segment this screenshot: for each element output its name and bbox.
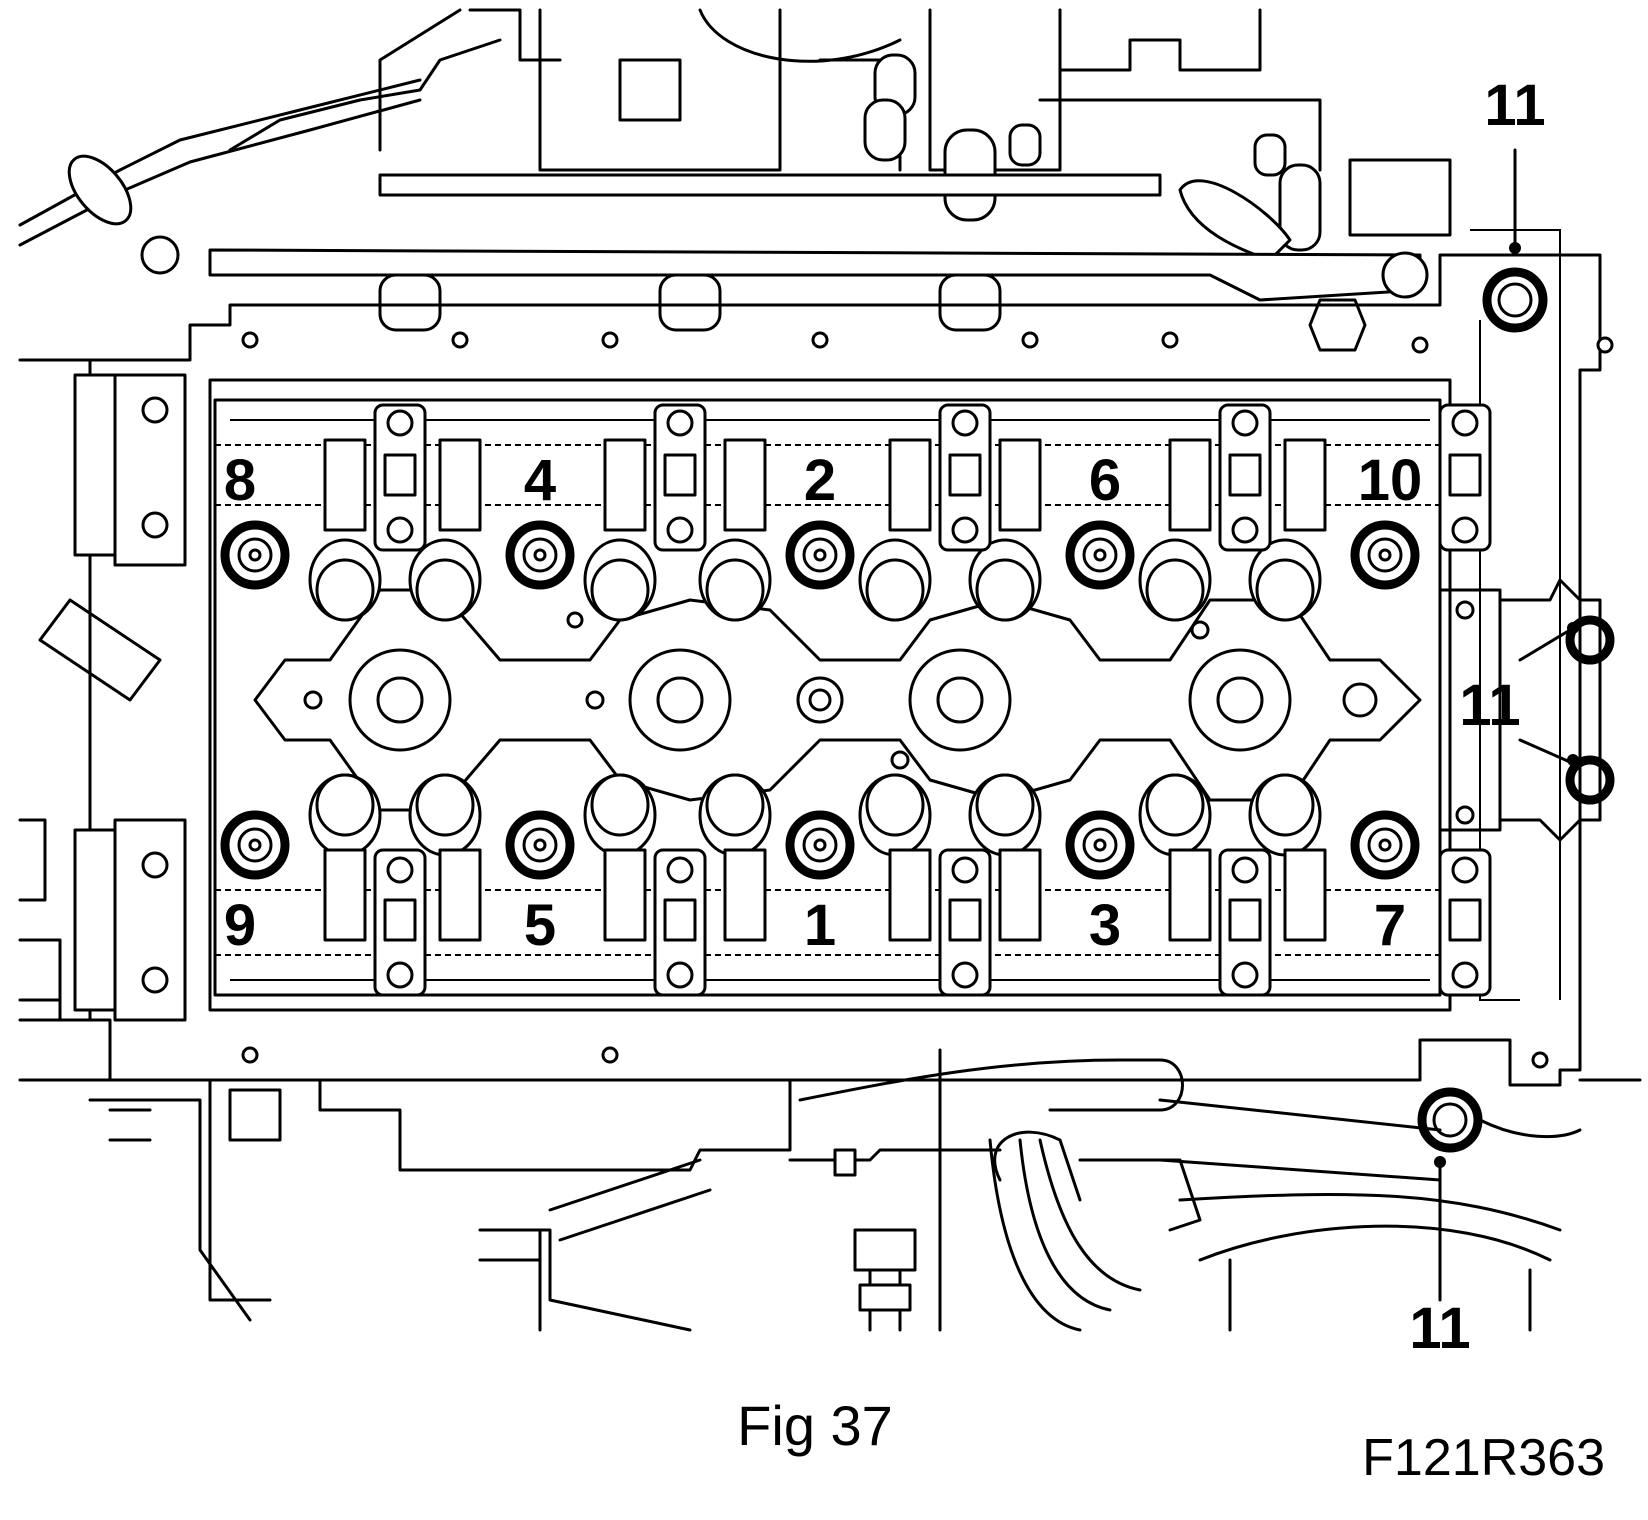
head-bolt-4 <box>505 520 575 590</box>
fuel-rail <box>208 173 1429 352</box>
label-bolt-11-top: 11 <box>1484 73 1545 138</box>
head-bolt-2 <box>785 520 855 590</box>
cam-cap-blocks-upper <box>323 403 1492 552</box>
head-bolt-11-side-upper <box>1565 615 1615 665</box>
label-bolt-11-side: 11 <box>1459 673 1520 738</box>
label-bolt-3: 3 <box>1089 893 1121 958</box>
head-bolt-5 <box>505 810 575 880</box>
head-bolt-3 <box>1065 810 1135 880</box>
label-bolt-5: 5 <box>524 893 556 958</box>
engine-bay-top-outline <box>18 8 1452 275</box>
leader-lines <box>1434 148 1572 1302</box>
cam-cap-blocks-lower <box>323 848 1492 997</box>
head-bolt-1 <box>785 810 855 880</box>
head-bolt-9 <box>220 810 290 880</box>
head-bolt-6 <box>1065 520 1135 590</box>
label-bolt-4: 4 <box>524 448 556 513</box>
figure-caption: Fig 37 <box>737 1394 893 1457</box>
head-bolt-10 <box>1350 520 1420 590</box>
cylinder-head-frame <box>88 229 1602 1087</box>
head-bolt-11-bottom <box>1417 1087 1483 1153</box>
label-bolt-8: 8 <box>224 448 256 513</box>
label-bolt-6: 6 <box>1089 448 1121 513</box>
label-bolt-10: 10 <box>1358 448 1423 513</box>
bolt-number-labels: 8 4 2 6 10 9 5 1 3 7 11 11 11 <box>224 73 1546 1361</box>
label-bolt-2: 2 <box>804 448 836 513</box>
head-bolt-7 <box>1350 810 1420 880</box>
figure-code: F121R363 <box>1362 1429 1605 1487</box>
cam-cap-small-bolts <box>141 331 1614 1069</box>
head-bolt-11-top <box>1482 267 1548 333</box>
cam-bearing-plate <box>253 588 1422 812</box>
head-bolt-11-side-lower <box>1565 755 1615 805</box>
label-bolt-11-bottom: 11 <box>1409 1296 1470 1361</box>
head-bolts <box>220 267 1615 1153</box>
label-bolt-1: 1 <box>804 893 836 958</box>
label-bolt-9: 9 <box>224 893 256 958</box>
head-bolt-8 <box>220 520 290 590</box>
bottom-harness <box>18 998 1642 1332</box>
label-bolt-7: 7 <box>1374 893 1406 958</box>
left-side-brackets <box>18 358 187 1022</box>
